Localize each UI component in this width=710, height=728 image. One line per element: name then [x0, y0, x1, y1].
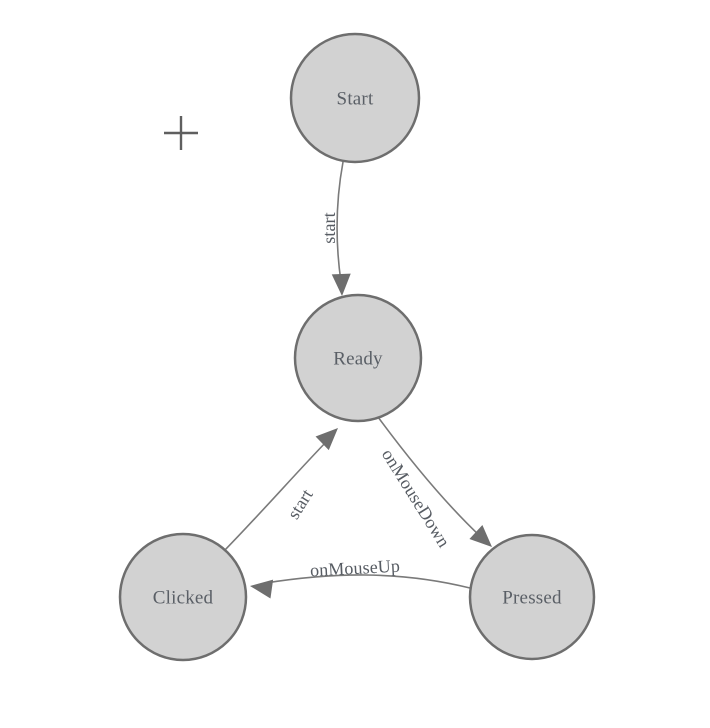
arrowhead-pressed-to-clicked — [250, 579, 274, 599]
node-clicked[interactable]: Clicked — [118, 532, 248, 662]
edge-ready-to-pressed[interactable] — [377, 416, 482, 538]
node-circle-ready[interactable] — [293, 293, 423, 423]
node-ready[interactable]: Ready — [293, 293, 423, 423]
arrowhead-ready-to-pressed — [469, 525, 492, 547]
edge-label-clicked-to-ready: start — [283, 485, 317, 522]
edge-clicked-to-ready[interactable] — [223, 439, 329, 552]
node-circle-pressed[interactable] — [468, 533, 596, 661]
node-pressed[interactable]: Pressed — [468, 533, 596, 661]
node-circle-clicked[interactable] — [118, 532, 248, 662]
edge-label-pressed-to-clicked: onMouseUp — [310, 556, 401, 581]
edge-start-to-ready[interactable] — [336, 161, 344, 283]
arrowhead-clicked-to-ready — [315, 428, 338, 451]
node-circle-start[interactable] — [289, 32, 421, 164]
node-label-start: Start — [337, 89, 374, 110]
arrowhead-start-to-ready — [331, 273, 351, 296]
plus-crosshair-marker[interactable] — [164, 116, 198, 150]
node-label-clicked: Clicked — [153, 588, 214, 609]
node-start[interactable]: Start — [289, 32, 421, 164]
edges-layer — [223, 161, 482, 589]
edge-label-start-to-ready: start — [319, 212, 339, 244]
markers-layer — [164, 116, 198, 150]
node-label-pressed: Pressed — [502, 588, 562, 609]
arrowheads-layer — [250, 273, 492, 599]
edge-pressed-to-clicked[interactable] — [265, 574, 471, 589]
node-label-ready: Ready — [333, 349, 383, 370]
